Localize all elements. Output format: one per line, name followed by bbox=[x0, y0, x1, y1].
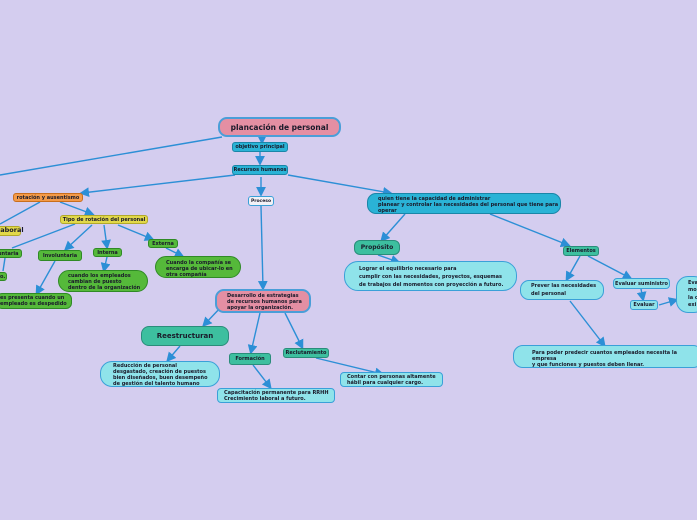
edge-desarrollo-formacion bbox=[247, 312, 261, 355]
edge-involuntaria-sepresenta bbox=[35, 260, 56, 296]
desarrollo-node[interactable]: Desarrollo de estrategias de recursos hu… bbox=[215, 289, 311, 313]
eva-cut-node[interactable]: Eva mo la c exi bbox=[676, 276, 697, 313]
involuntaria-node[interactable]: Involuntaria bbox=[38, 250, 82, 261]
objetivo-node[interactable]: objetivo principal bbox=[232, 142, 288, 152]
edge-reestructuran-reduccion bbox=[166, 345, 181, 363]
formacion-node[interactable]: Formación bbox=[229, 353, 271, 365]
se-presenta-node[interactable]: es presenta cuando un empleado es desped… bbox=[0, 293, 72, 309]
root-node[interactable]: plancación de personal bbox=[218, 117, 341, 137]
edge-root-left bbox=[0, 136, 223, 176]
edge-voluntaria-frag bbox=[2, 257, 6, 272]
reclutamiento-node[interactable]: Reclutamiento bbox=[283, 348, 329, 358]
edge-quien-proposito bbox=[380, 213, 406, 243]
tipo-rotacion-node[interactable]: Tipo de rotación del personal bbox=[60, 215, 148, 224]
edge-tipo-externa bbox=[117, 224, 155, 241]
edge-proceso-desarrollo bbox=[257, 205, 268, 291]
edge-reclutamiento-contar bbox=[315, 357, 385, 378]
capacitacion-node[interactable]: Capacitación permanente para RRHH Crecim… bbox=[217, 388, 335, 403]
reestructuran-node[interactable]: Reestructuran bbox=[141, 326, 229, 346]
edge-interna-cuando bbox=[100, 256, 111, 273]
quien-node[interactable]: quien tiene la capacidad de administrar … bbox=[367, 193, 561, 214]
edge-quien-elementos bbox=[489, 213, 571, 247]
elementos-node[interactable]: Elementos bbox=[563, 246, 599, 256]
edge-recursos-rotacion bbox=[79, 174, 236, 198]
edge-prever-parapoder bbox=[569, 300, 606, 348]
edge-evaluar-eva bbox=[658, 297, 679, 307]
rotacion-node[interactable]: rotación y ausentismo bbox=[13, 193, 83, 202]
para-poder-node[interactable]: Para poder predecir cuantos empleados ne… bbox=[513, 345, 697, 368]
reduccion-node[interactable]: Reducción de personal desgastado, creaci… bbox=[100, 361, 220, 387]
recursos-node[interactable]: Recursos humanos bbox=[232, 165, 288, 175]
evaluar-node[interactable]: Evaluar bbox=[630, 300, 658, 310]
edge-tipo-voluntaria bbox=[11, 223, 76, 249]
edge-formacion-capacitacion bbox=[252, 364, 272, 390]
edge-tipo-involuntaria bbox=[63, 224, 93, 251]
edge-rotacion-laboral bbox=[0, 201, 41, 225]
prever-node[interactable]: Prever las necesidades del personal bbox=[520, 280, 604, 300]
frag-node[interactable]: o. bbox=[0, 272, 7, 281]
edge-recursos-quien bbox=[287, 174, 393, 197]
edge-tipo-interna bbox=[101, 224, 111, 250]
edge-suministro-evaluar bbox=[636, 288, 647, 302]
edge-desarrollo-reclutamiento bbox=[284, 312, 304, 350]
cuando-compania-node[interactable]: Cuando la compañía se encarga de ubicar-… bbox=[155, 256, 241, 278]
edge-elementos-suministro bbox=[587, 255, 633, 280]
laboral-node[interactable]: laboral bbox=[0, 226, 24, 236]
interna-node[interactable]: Interna bbox=[93, 248, 122, 257]
lograr-node[interactable]: Lograr el equilibrio necesario para cump… bbox=[344, 261, 517, 291]
proposito-node[interactable]: Propósito bbox=[354, 240, 400, 255]
proceso-node[interactable]: Proceso bbox=[248, 196, 274, 206]
cuando-empleados-node[interactable]: cuando los empleados cambian de puesto d… bbox=[58, 270, 148, 292]
edge-rotacion-tipo bbox=[59, 201, 95, 217]
edge-elementos-prever bbox=[565, 255, 581, 282]
externa-node[interactable]: Externa bbox=[148, 239, 178, 248]
voluntaria-node[interactable]: untaria bbox=[0, 249, 22, 258]
evaluar-suministro-node[interactable]: Evaluar suministro bbox=[613, 278, 670, 289]
edge-externa-compania bbox=[165, 247, 185, 258]
contar-node[interactable]: Contar con personas altamente hábil para… bbox=[340, 372, 443, 387]
edge-proposito-lograr bbox=[377, 254, 401, 265]
